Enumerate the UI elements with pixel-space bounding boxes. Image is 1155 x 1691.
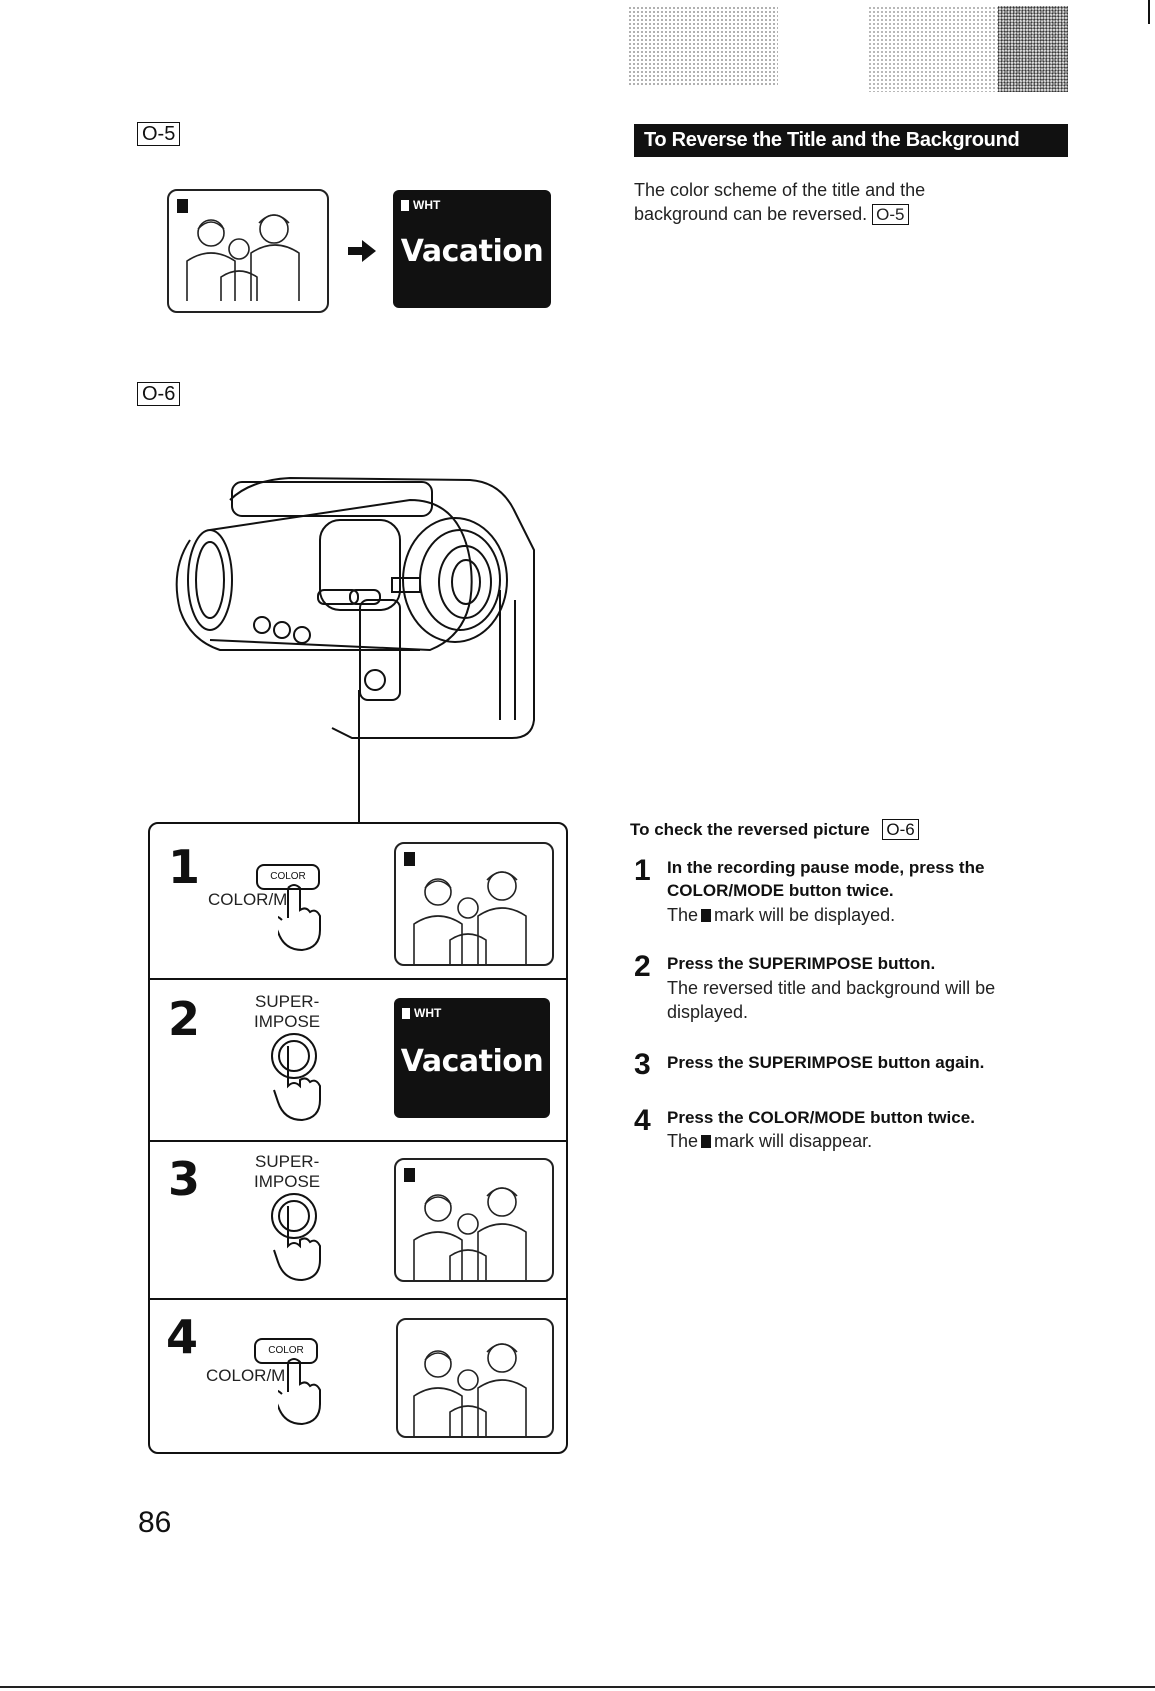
reversed-title-screen: WHT Vacation xyxy=(394,998,550,1118)
pressing-hand-icon xyxy=(278,1358,321,1426)
step-number: 4 xyxy=(634,1104,651,1137)
step-heading: In the recording pause mode, press the xyxy=(667,858,985,877)
step-description: displayed. xyxy=(667,1002,749,1022)
panel-divider xyxy=(150,978,566,980)
figure-label-o6: O-6 xyxy=(137,382,181,406)
superimpose-label: IMPOSE xyxy=(254,1172,321,1191)
scan-artifact xyxy=(628,6,1068,92)
step-number: 3 xyxy=(634,1048,651,1081)
color-mode-button[interactable]: COLOR xyxy=(254,1338,318,1364)
title-mark-icon xyxy=(402,1007,410,1019)
title-mark-icon xyxy=(701,1135,712,1148)
title-text: Vacation xyxy=(400,1044,544,1079)
camcorder-illustration xyxy=(175,476,535,739)
wht-label: WHT xyxy=(414,1006,442,1020)
step-panel: 1 COLOR COLOR/M 2 SUPER- IMPOSE WHT Vaca… xyxy=(148,822,568,1454)
superimpose-button-press-icon[interactable] xyxy=(268,1032,328,1122)
step-heading: Press the SUPERIMPOSE button. xyxy=(667,954,936,973)
family-picture-screen xyxy=(394,1158,554,1282)
panel-step-number: 1 xyxy=(168,840,201,894)
intro-text-line2: background can be reversed. O-5 xyxy=(634,202,909,227)
family-illustration xyxy=(413,1187,527,1280)
check-heading: To check the reversed picture O-6 xyxy=(630,819,919,840)
page-number: 86 xyxy=(138,1506,172,1539)
panel-divider xyxy=(150,1298,566,1300)
family-illustration xyxy=(413,871,527,964)
intro-text: background can be reversed. xyxy=(634,204,868,224)
family-illustration xyxy=(186,214,300,301)
step-description: The reversed title and background will b… xyxy=(667,978,996,998)
callout-line xyxy=(358,690,360,824)
family-picture-screen xyxy=(394,842,554,966)
wht-label: WHT xyxy=(413,198,441,212)
bottom-rule xyxy=(0,1686,1155,1688)
step-heading: COLOR/MODE button twice. xyxy=(667,881,894,900)
figure-ref-o6: O-6 xyxy=(882,819,919,840)
title-mark-icon xyxy=(401,199,409,211)
superimpose-label: SUPER- xyxy=(255,992,320,1011)
panel-step-number: 3 xyxy=(168,1152,201,1206)
intro-text-line1: The color scheme of the title and the xyxy=(634,180,926,200)
superimpose-label: SUPER- xyxy=(255,1152,320,1171)
family-illustration xyxy=(413,1343,527,1436)
arrow-right-icon xyxy=(348,240,376,262)
step-heading: Press the COLOR/MODE button twice. xyxy=(667,1108,975,1127)
superimpose-label: IMPOSE xyxy=(254,1012,321,1031)
title-text: Vacation xyxy=(400,234,544,269)
family-picture-screen xyxy=(396,1318,554,1438)
step-desc-text: mark will disappear. xyxy=(714,1131,873,1151)
color-mode-label: COLOR/M xyxy=(206,1366,286,1385)
panel-step-number: 4 xyxy=(166,1310,199,1364)
check-heading-text: To check the reversed picture xyxy=(630,820,870,839)
step-number: 1 xyxy=(634,854,651,887)
step-heading: Press the SUPERIMPOSE button again. xyxy=(667,1053,985,1072)
step-description: The mark will disappear. xyxy=(667,1130,872,1153)
superimpose-button-press-icon[interactable] xyxy=(268,1192,328,1282)
figure-label-o5: O-5 xyxy=(137,122,181,146)
step-number: 2 xyxy=(634,950,651,983)
panel-step-number: 2 xyxy=(168,992,201,1046)
color-mode-label: COLOR/M xyxy=(208,890,288,909)
title-mark-icon xyxy=(177,199,188,213)
step-desc-text: The xyxy=(667,1131,699,1151)
edge-mark xyxy=(1148,0,1150,24)
reversed-title-screen: WHT Vacation xyxy=(393,190,551,308)
pressing-hand-icon xyxy=(278,884,321,952)
title-mark-icon xyxy=(701,909,712,922)
title-mark-icon xyxy=(404,1168,415,1182)
step-description: The mark will be displayed. xyxy=(667,904,895,927)
figure-ref-o5: O-5 xyxy=(872,204,909,225)
section-header: To Reverse the Title and the Background xyxy=(634,124,1068,157)
panel-divider xyxy=(150,1140,566,1142)
title-mark-icon xyxy=(404,852,415,866)
step-desc-text: The xyxy=(667,905,699,925)
step-desc-text: mark will be displayed. xyxy=(714,905,896,925)
family-picture-screen xyxy=(167,189,329,313)
